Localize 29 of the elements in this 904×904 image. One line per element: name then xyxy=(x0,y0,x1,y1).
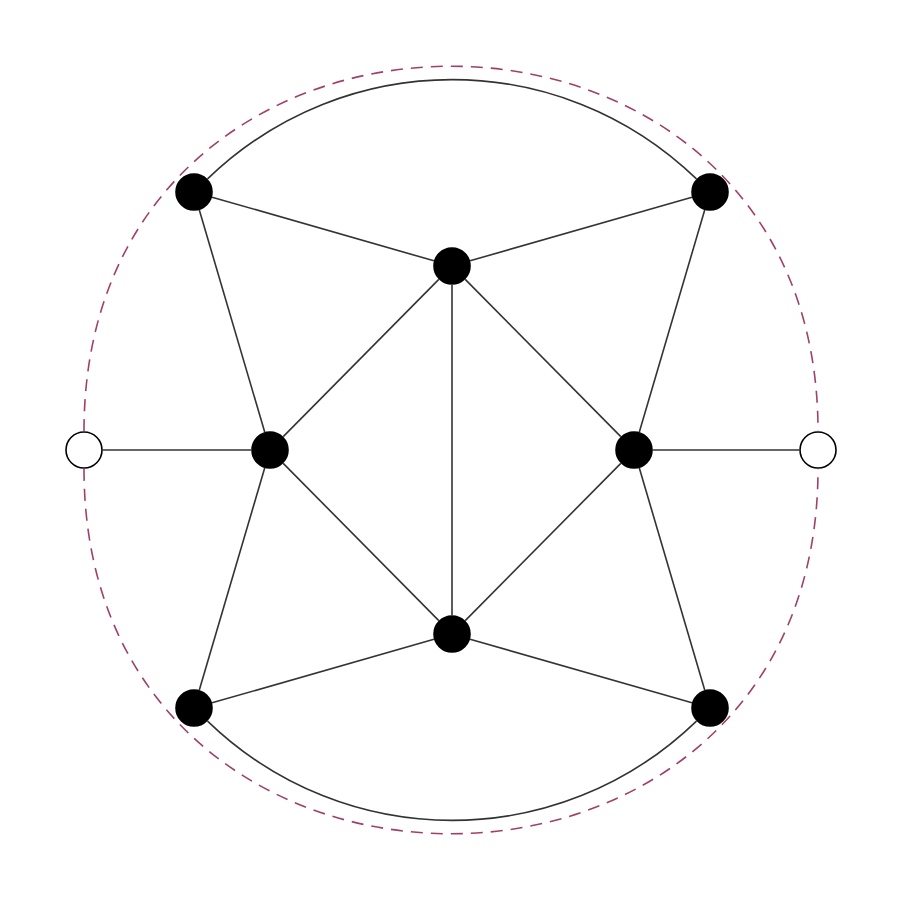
hollow-vertex xyxy=(799,431,837,469)
vertex xyxy=(433,615,471,653)
arc xyxy=(206,78,698,180)
edge-line xyxy=(211,196,435,262)
vertex xyxy=(691,173,729,211)
vertex xyxy=(175,689,213,727)
edge-line xyxy=(464,462,622,622)
edge-line xyxy=(638,209,706,433)
vertex xyxy=(433,247,471,285)
dashed-arc xyxy=(83,468,819,835)
edge-line xyxy=(652,449,800,451)
edge-line xyxy=(198,467,266,691)
edge-line xyxy=(469,196,693,262)
edge-line xyxy=(211,638,435,704)
vertex xyxy=(175,173,213,211)
edge-line xyxy=(282,278,440,438)
edge-line xyxy=(102,449,252,451)
edge-line xyxy=(282,462,440,622)
vertex xyxy=(691,689,729,727)
vertex xyxy=(615,431,653,469)
edge-line xyxy=(638,467,706,691)
hollow-vertex xyxy=(65,431,103,469)
edge-line xyxy=(469,638,693,704)
vertex xyxy=(251,431,289,469)
arc xyxy=(206,720,698,822)
edge-line xyxy=(198,209,266,433)
edge-line xyxy=(464,278,622,438)
dashed-arc xyxy=(83,65,819,432)
edge-line xyxy=(451,284,453,616)
